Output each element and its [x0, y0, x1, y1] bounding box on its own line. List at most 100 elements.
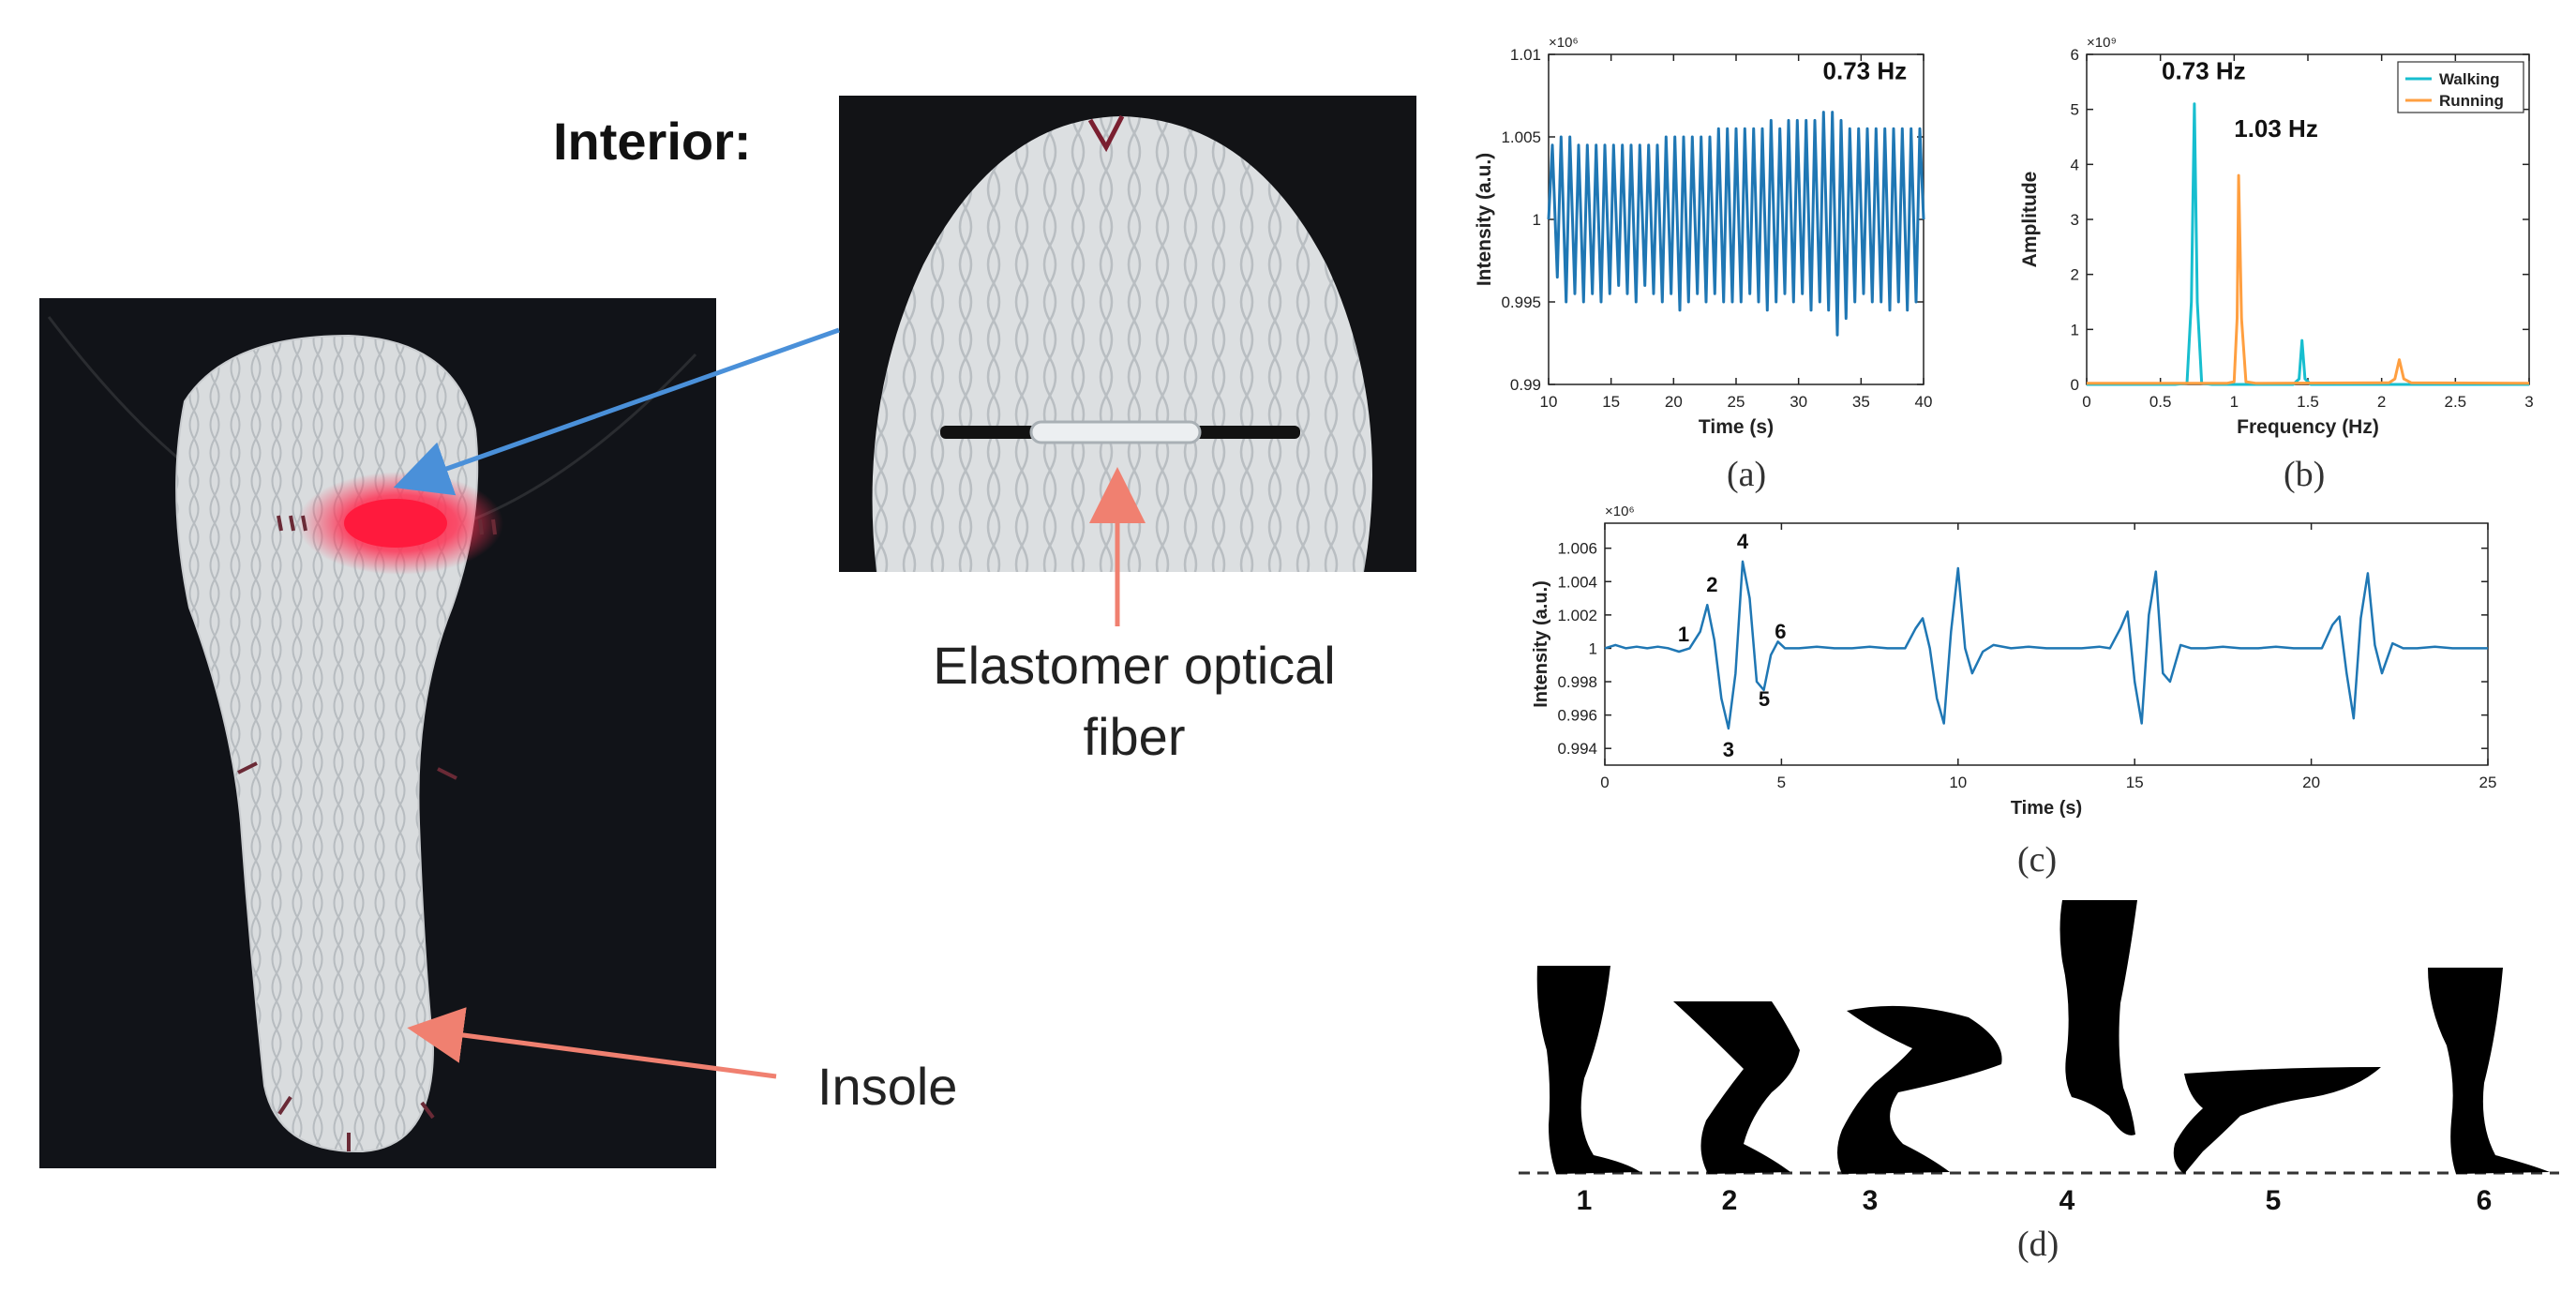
- x-tick-label: 1: [2230, 393, 2239, 411]
- gait-silhouette-3: [1837, 1005, 2002, 1174]
- photo-arrows: [393, 327, 1146, 1079]
- fiber-right-sheath: [1188, 426, 1300, 439]
- gait-silhouette-2: [1673, 1001, 1800, 1174]
- x-tick-label: 1.5: [2297, 393, 2319, 411]
- gait-silhouette-5: [2173, 1067, 2381, 1174]
- frequency-annotation: 0.73 Hz: [1823, 56, 1908, 84]
- y-tick-label: 2: [2071, 266, 2079, 284]
- y-exponent-label: ×10⁶: [1605, 504, 1635, 519]
- gait-point-label-1: 1: [1678, 623, 1689, 646]
- y-exponent-label: ×10⁶: [1549, 35, 1579, 51]
- x-tick-label: 25: [2479, 774, 2497, 791]
- chart-a-time-signal: 10 15 20 25 30 35 40 0.99 0.995 1 1.005 1.01 ×10⁶ Tim…: [1474, 35, 1933, 438]
- x-axis-label: Frequency (Hz): [2237, 416, 2379, 438]
- x-tick-label: 10: [1540, 393, 1558, 411]
- x-tick-label: 0: [2082, 393, 2090, 411]
- y-tick-label: 1.002: [1557, 607, 1597, 624]
- y-tick-label: 1: [1589, 639, 1597, 657]
- y-axis-label: Amplitude: [2019, 172, 2041, 268]
- gait-label-1: 1: [1577, 1185, 1593, 1216]
- x-tick-label: 20: [1665, 393, 1683, 411]
- y-tick-label: 6: [2071, 46, 2079, 64]
- fiber-left-sheath: [940, 426, 1043, 439]
- x-tick-label: 0: [1600, 774, 1609, 791]
- interior-pointer-arrow: [393, 327, 840, 496]
- y-tick-label: 3: [2071, 211, 2079, 229]
- gait-point-label-2: 2: [1706, 573, 1717, 596]
- x-tick-label: 40: [1915, 393, 1933, 411]
- y-tick-label: 0.994: [1557, 740, 1597, 758]
- panel-letter-b: (b): [2284, 455, 2326, 494]
- y-tick-label: 0.99: [1510, 376, 1541, 394]
- stitch-marks: [237, 515, 497, 1151]
- y-tick-label: 1.006: [1557, 540, 1597, 558]
- x-tick-label: 0.5: [2149, 393, 2172, 411]
- running-peak-annotation: 1.03 Hz: [2234, 114, 2318, 143]
- gait-point-label-6: 6: [1775, 620, 1786, 643]
- gait-label-4: 4: [2059, 1185, 2075, 1216]
- fiber-label-line1: Elastomer optical: [933, 636, 1336, 695]
- gait-silhouette-6: [2428, 968, 2550, 1174]
- plot-area: [1604, 522, 2489, 766]
- plot-area: [1548, 53, 1925, 385]
- y-tick-label: 1.01: [1510, 46, 1541, 64]
- series-line-1: [2087, 173, 2530, 385]
- y-tick-label: 0: [2071, 376, 2079, 394]
- y-tick-label: 1: [2071, 321, 2079, 338]
- series-line-0: [1547, 111, 1925, 337]
- x-tick-label: 15: [2126, 774, 2144, 791]
- y-tick-label: 1: [1533, 211, 1541, 229]
- interior-label: Interior:: [553, 112, 752, 171]
- gait-label-2: 2: [1722, 1185, 1738, 1216]
- legend-box: [2397, 61, 2524, 113]
- series-line-0: [1604, 560, 2488, 730]
- insole-photo: [39, 298, 716, 1168]
- legend-label-1: Running: [2439, 92, 2504, 110]
- gait-label-5: 5: [2266, 1185, 2282, 1216]
- insole-label: Insole: [817, 1057, 958, 1116]
- gait-label-3: 3: [1863, 1185, 1879, 1216]
- x-tick-label: 20: [2302, 774, 2320, 791]
- panel-letter-c: (c): [2017, 840, 2058, 880]
- fiber-label: Elastomer optical fiber: [891, 630, 1378, 773]
- toe-stitch: [1087, 114, 1125, 153]
- y-tick-label: 0.998: [1557, 673, 1597, 691]
- panel-letter-a: (a): [1727, 455, 1767, 494]
- elastomer-fiber: [1029, 420, 1202, 444]
- y-axis-label: Intensity (a.u.): [1474, 153, 1495, 286]
- x-tick-label: 5: [1777, 774, 1786, 791]
- y-axis-label: Intensity (a.u.): [1531, 580, 1551, 708]
- gait-point-label-3: 3: [1723, 738, 1734, 761]
- gait-point-label-5: 5: [1759, 687, 1770, 711]
- x-tick-label: 25: [1728, 393, 1745, 411]
- x-tick-label: 15: [1602, 393, 1620, 411]
- y-tick-label: 1.004: [1557, 573, 1597, 591]
- panel-letter-d: (d): [2017, 1225, 2059, 1264]
- fiber-label-line2: fiber: [1083, 707, 1186, 766]
- y-tick-label: 1.005: [1501, 128, 1541, 146]
- gait-silhouette-4: [2059, 900, 2137, 1135]
- chart-b-frequency-spectrum: 0 0.5 1 1.5 2 2.5 3 0 1 2 3 4 5 6 ×10⁹ Frequency (Hz) Am…: [2019, 35, 2534, 438]
- gait-silhouette-1: [1536, 966, 1640, 1174]
- insole-toe: [872, 116, 1372, 572]
- x-axis-label: Time (s): [2011, 798, 2082, 819]
- legend-label-0: Walking: [2439, 70, 2500, 88]
- x-tick-label: 2: [2377, 393, 2386, 411]
- x-tick-label: 10: [1949, 774, 1967, 791]
- y-tick-label: 0.995: [1501, 293, 1541, 311]
- walking-peak-annotation: 0.73 Hz: [2162, 56, 2246, 84]
- y-tick-label: 5: [2071, 101, 2079, 119]
- x-axis-label: Time (s): [1699, 416, 1774, 438]
- gait-label-6: 6: [2477, 1185, 2493, 1216]
- insole-pointer-arrow: [407, 1007, 777, 1079]
- gait-point-label-4: 4: [1737, 530, 1749, 553]
- y-exponent-label: ×10⁹: [2087, 35, 2117, 51]
- gait-phase-figure: 1 2 3 4 5 6: [1519, 900, 2559, 1216]
- insole-illustration: [47, 316, 697, 1153]
- x-tick-label: 35: [1852, 393, 1870, 411]
- y-tick-label: 4: [2071, 156, 2079, 173]
- x-tick-label: 3: [2524, 393, 2533, 411]
- x-tick-label: 30: [1790, 393, 1807, 411]
- x-tick-label: 2.5: [2445, 393, 2467, 411]
